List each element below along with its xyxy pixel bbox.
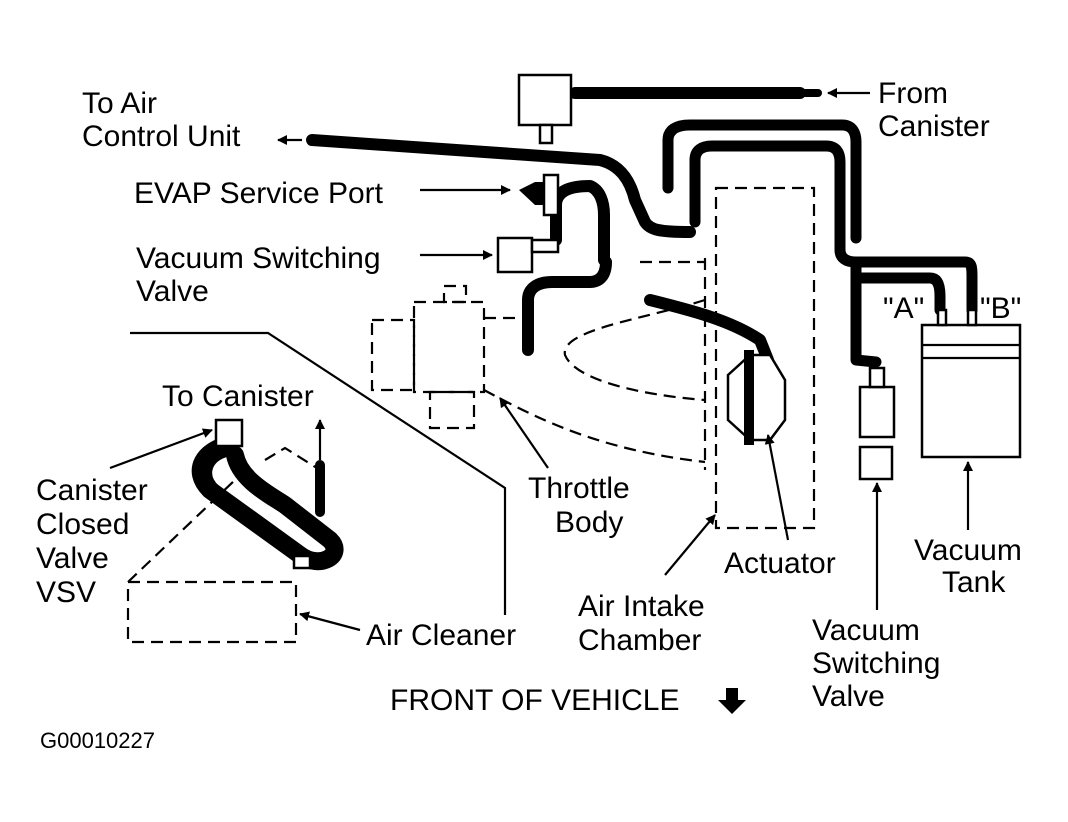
label-throttle-body-line2: Body [555,506,623,539]
label-vsv-upper-line1: Vacuum Switching [136,242,381,275]
vacuum-switching-valve-upper [496,236,560,274]
label-actuator: Actuator [724,547,836,580]
actuator [726,350,787,445]
canister-top-valve [517,73,573,145]
label-from-canister-line1: From [878,77,948,110]
label-vsv-lower-line1: Vacuum [812,614,920,647]
vacuum-tank [920,308,1022,459]
label-from-canister-line2: Canister [878,110,990,143]
label-vacuum-tank-line1: Vacuum [914,534,1022,567]
intake-ducting-outline [483,260,706,464]
air-intake-chamber-outline [703,186,816,530]
label-vsv-lower-line2: Switching [812,647,940,680]
evap-service-port [519,173,560,217]
label-vsv-lower-line3: Valve [812,680,885,713]
front-arrow-icon [718,688,746,714]
throttle-body-outline [370,284,522,430]
label-vacuum-tank-line2: Tank [942,566,1006,599]
figure-code: G00010227 [40,728,155,753]
label-port-a: "A" [883,292,924,325]
leader-arrows [109,88,973,632]
vacuum-hoses [191,87,978,571]
label-front-of-vehicle: FRONT OF VEHICLE [390,684,679,717]
label-canister-closed-valve-line3: Valve [36,542,109,575]
label-air-intake-chamber-line1: Air Intake [578,590,705,623]
label-to-canister: To Canister [162,380,314,413]
label-air-cleaner: Air Cleaner [366,619,516,652]
label-port-b: "B" [980,292,1021,325]
label-to-air-control-unit-line2: Control Unit [82,120,241,153]
label-air-intake-chamber-line2: Chamber [578,624,701,657]
label-throttle-body-line1: Throttle [528,472,630,505]
label-canister-closed-valve-line2: Closed [36,508,129,541]
canister-closed-valve [214,418,312,570]
vacuum-switching-valve-lower [858,366,896,481]
label-evap-service-port: EVAP Service Port [134,177,384,210]
label-to-air-control-unit-line1: To Air [82,87,157,120]
label-canister-closed-valve-line4: VSV [36,576,96,609]
body-panel-line [130,331,507,615]
label-vsv-upper-line2: Valve [136,275,209,308]
label-canister-closed-valve-line1: Canister [36,474,148,507]
